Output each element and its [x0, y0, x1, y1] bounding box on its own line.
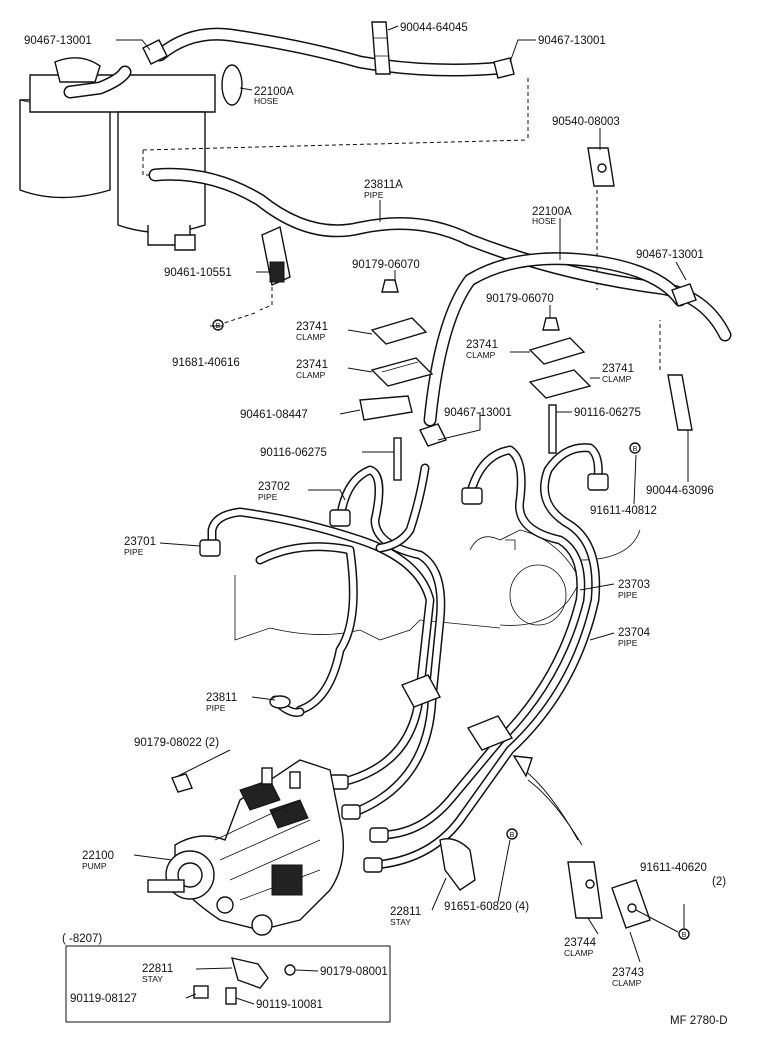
- label-22811-b: 22811: [142, 963, 173, 975]
- label-90044-64045: 90044-64045: [400, 22, 468, 34]
- label-23701: 23701: [124, 536, 156, 548]
- label-22811-b-name: STAY: [142, 974, 163, 984]
- label-23743: 23743: [612, 967, 644, 979]
- label-23741-a: 23741: [296, 321, 328, 333]
- nuts: B: [171, 773, 518, 891]
- label-23703-name: PIPE: [618, 590, 638, 600]
- bolt-marker: B: [510, 832, 515, 839]
- label-90179-08001: 90179-08001: [320, 966, 388, 978]
- clamps-left: B: [212, 226, 434, 421]
- label-23703: 23703: [618, 579, 650, 591]
- label-23741-d: 23741: [602, 363, 634, 375]
- label-90119-10081: 90119-10081: [256, 999, 323, 1011]
- label-23741-b-name: CLAMP: [296, 370, 326, 380]
- label-91681-40616: 91681-40616: [172, 357, 240, 369]
- label-23811a-name: PIPE: [364, 190, 384, 200]
- leader-lines: [116, 25, 689, 1005]
- label-22811-a-name: STAY: [390, 917, 411, 927]
- label-22100a-mid-name: HOSE: [532, 216, 556, 226]
- label-91611-40620: 91611-40620: [640, 862, 707, 874]
- label-90540-08003: 90540-08003: [552, 116, 620, 128]
- label-23744-name: CLAMP: [564, 948, 594, 958]
- label-23701-name: PIPE: [124, 547, 144, 557]
- top-hose: [142, 21, 515, 79]
- label-91611-40812: 91611-40812: [590, 505, 657, 517]
- label-22100-pump: 22100: [82, 850, 114, 862]
- label-22100a-mid: 22100A: [532, 206, 572, 218]
- bolt-marker: B: [633, 446, 638, 453]
- inset-range: ( -8207): [62, 933, 102, 945]
- label-90467-13001-b: 90467-13001: [538, 35, 606, 47]
- label-23741-c-name: CLAMP: [466, 350, 496, 360]
- label-22100-pump-name: PUMP: [82, 861, 107, 871]
- clamps-bottom-right: B: [567, 861, 690, 940]
- label-90461-08447: 90461-08447: [240, 409, 308, 421]
- clamps-right: B: [528, 317, 693, 454]
- label-23811-name: PIPE: [206, 703, 226, 713]
- label-90179-08022: 90179-08022 (2): [134, 737, 219, 749]
- label-90116-06275-a: 90116-06275: [260, 447, 327, 459]
- label-23811a: 23811A: [364, 179, 403, 191]
- studs: [393, 404, 557, 481]
- injection-pump: [147, 759, 345, 936]
- label-23741-b: 23741: [296, 359, 328, 371]
- label-22100a-top: 22100A: [254, 86, 294, 98]
- label-22811-a: 22811: [390, 906, 421, 918]
- view-arrow: [512, 755, 583, 846]
- label-23741-a-name: CLAMP: [296, 332, 326, 342]
- label-90044-63096: 90044-63096: [646, 485, 714, 497]
- label-23702: 23702: [258, 481, 290, 493]
- engine-outline: [234, 529, 641, 641]
- bolt-marker: B: [682, 932, 687, 939]
- label-23704-name: PIPE: [618, 638, 638, 648]
- label-91651-60820: 91651-60820 (4): [444, 901, 529, 913]
- figure-code: MF 2780-D: [670, 1015, 728, 1027]
- label-23704: 23704: [618, 627, 651, 639]
- inset-box: ( -8207): [62, 933, 391, 1023]
- label-90179-06070-a: 90179-06070: [352, 259, 420, 271]
- label-23811: 23811: [206, 692, 237, 704]
- label-23744: 23744: [564, 937, 597, 949]
- injection-pipes: [199, 443, 609, 873]
- label-90116-06275-b: 90116-06275: [574, 407, 641, 419]
- label-90461-10551: 90461-10551: [164, 267, 232, 279]
- mid-hose: [419, 147, 697, 447]
- label-90467-13001-d: 90467-13001: [444, 407, 512, 419]
- label-23702-name: PIPE: [258, 492, 278, 502]
- part-labels: 90467-13001 90044-64045 90467-13001 2210…: [24, 22, 728, 1027]
- label-23743-name: CLAMP: [612, 978, 642, 988]
- fuel-filter-assembly: [19, 57, 243, 251]
- label-23741-c: 23741: [466, 339, 498, 351]
- label-23741-d-name: CLAMP: [602, 374, 632, 384]
- label-22100a-top-name: HOSE: [254, 96, 278, 106]
- label-90467-13001-c: 90467-13001: [636, 249, 704, 261]
- label-90467-13001-a: 90467-13001: [24, 35, 92, 47]
- label-91611-40620-qty: (2): [712, 876, 726, 888]
- label-90119-08127: 90119-08127: [70, 993, 137, 1005]
- label-90179-06070-b: 90179-06070: [486, 293, 554, 305]
